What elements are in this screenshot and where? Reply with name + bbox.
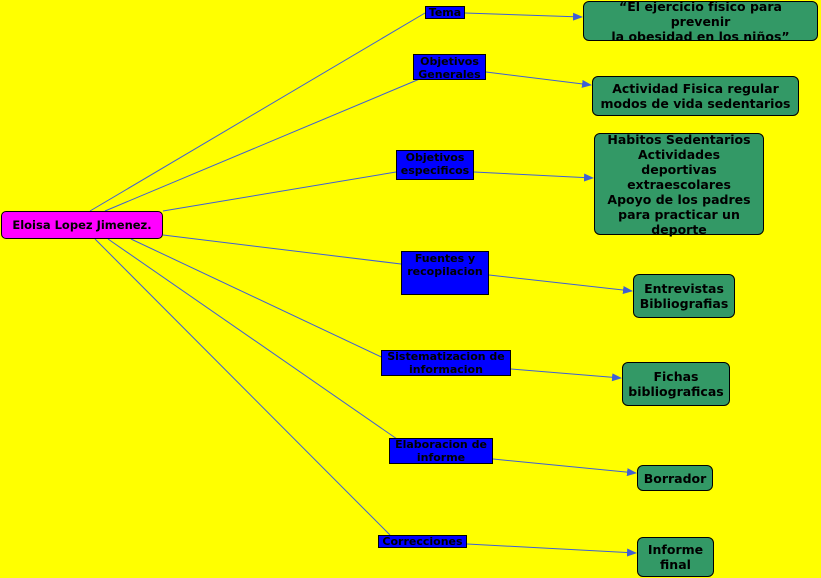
connector-center-to-objetivos-generales [104,77,423,212]
arrow-correcciones-to-detail [466,543,637,557]
arrow-objetivos-generales-to-detail [485,71,592,88]
connector-center-to-tema [89,12,426,212]
detail-node-objetivos-generales[interactable]: Actividad Fisica regular modos de vida s… [592,76,799,116]
connector-center-to-elaboracion [107,238,411,449]
arrow-sistematizacion-to-detail [510,368,622,382]
detail-node-elaboracion[interactable]: Borrador [637,465,713,491]
arrow-tema-to-detail [464,12,583,21]
connector-center-to-fuentes [162,234,402,265]
detail-node-objetivos-especificos[interactable]: Habitos Sedentarios Actividades deportiv… [594,132,764,237]
arrow-elaboracion-to-detail [492,458,637,477]
detail-node-fuentes[interactable]: Entrevistas Bibliografias [633,274,735,318]
connector-center-to-objetivos-especificos [162,171,397,212]
arrow-fuentes-to-detail [488,274,633,294]
topic-node-tema[interactable]: Tema [425,6,465,19]
topic-node-correcciones[interactable]: Correcciones [378,535,467,548]
detail-node-correcciones[interactable]: Informe final [637,537,714,577]
topic-node-sistematizacion[interactable]: Sistematizacion de informacion [381,350,511,376]
topic-node-objetivos-generales[interactable]: Objetivos Generales [413,54,486,81]
topic-node-objetivos-especificos[interactable]: Objetivos especificos [396,150,474,180]
topic-node-elaboracion[interactable]: Elaboracion de informe [389,438,493,464]
connector-center-to-sistematizacion [130,238,393,363]
arrow-objetivos-especificos-to-detail [473,171,594,182]
connector-center-to-correcciones [94,238,391,536]
center-node[interactable]: Eloisa Lopez Jimenez. [1,211,163,239]
detail-node-tema[interactable]: “El ejercicio físico para prevenir la ob… [583,0,818,44]
topic-node-fuentes[interactable]: Fuentes y recopilacion [401,251,489,295]
detail-node-sistematizacion[interactable]: Fichas bibliograficas [622,362,730,406]
